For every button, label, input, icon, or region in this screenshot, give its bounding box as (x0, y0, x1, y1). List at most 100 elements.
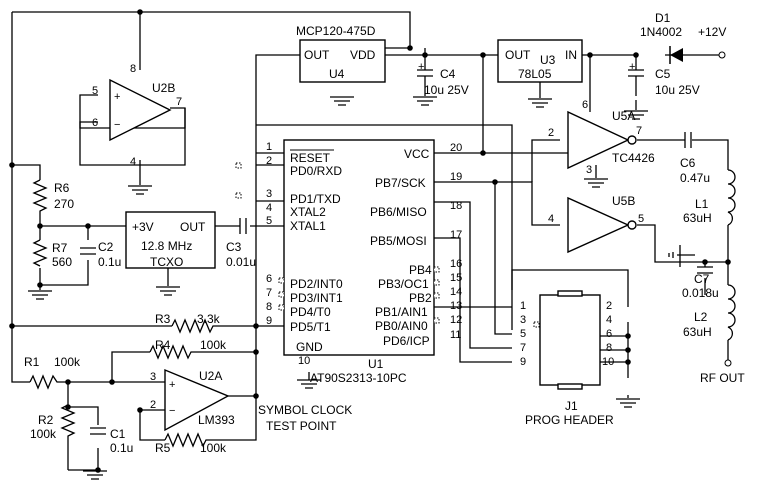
u5a-driver-body (567, 110, 630, 170)
u1-part-label: AT90S2313-10PC (310, 371, 407, 385)
u1-pin-num: 14 (450, 286, 462, 298)
r1-resistor-symbol (29, 374, 60, 390)
u2b-opamp-body (109, 78, 172, 142)
u2b-pin7: 7 (176, 96, 182, 108)
u2b-pin8: 8 (130, 63, 136, 75)
u1-pin-num: 18 (450, 200, 462, 212)
c5-polarity: + (629, 61, 635, 73)
u5a-vdd-pin: 6 (582, 99, 588, 111)
j1-pin: 3 (520, 314, 526, 326)
u1-pin-num: 19 (450, 171, 462, 183)
l1-ref-label: L1 (695, 197, 709, 211)
u1-pin-num: 16 (450, 258, 462, 270)
u1-pin-name: PD2/INT0 (290, 277, 343, 291)
c1-capacitor-symbol (90, 427, 106, 435)
j1-pin: 5 (520, 328, 526, 340)
r6-resistor-symbol (32, 179, 48, 212)
c7-capacitor-symbol (697, 266, 713, 274)
r7-resistor-symbol (32, 239, 48, 267)
u5a-out-pin: 7 (636, 125, 642, 137)
r4-value-label: 100k (200, 338, 227, 352)
c2-value-label: 0.1u (98, 255, 121, 269)
r2-ref-label: R2 (38, 413, 54, 427)
u1-pin-name: VCC (404, 147, 430, 161)
test-point-line2: TEST POINT (266, 419, 337, 433)
r7-ref-label: R7 (52, 241, 68, 255)
tcxo-frequency-label: 12.8 MHz (141, 239, 192, 253)
j1-pin: 1 (520, 300, 526, 312)
supply-label: +12V (698, 25, 726, 39)
u2a-minus: − (169, 405, 175, 417)
c1-ref-label: C1 (110, 427, 126, 441)
r2-value-label: 100k (30, 427, 57, 441)
d1-ref-label: D1 (655, 11, 671, 25)
diode-symbol (670, 48, 683, 62)
u1-pin-name: PD3/INT1 (290, 291, 343, 305)
l1-value-label: 63uH (683, 211, 712, 225)
u5a-in-pin: 2 (548, 127, 554, 139)
u1-pin-num: 1 (266, 141, 272, 153)
u4-out-pin-label: OUT (304, 48, 330, 62)
r1-value-label: 100k (54, 355, 81, 369)
u5a-gnd-pin: 3 (586, 164, 592, 176)
r3-resistor-symbol (171, 318, 225, 334)
test-point-line1: SYMBOL CLOCK (258, 403, 352, 417)
u1-pin-name: PB3/OC1 (378, 277, 429, 291)
r5-resistor-symbol (164, 432, 215, 448)
u1-pin-name: PB4 (409, 263, 432, 277)
r5-ref-label: R5 (155, 441, 171, 455)
u1-pin-num: 5 (266, 215, 272, 227)
u5b-in-pin: 4 (548, 213, 554, 225)
l2-value-label: 63uH (683, 325, 712, 339)
u2b-plus: + (114, 91, 120, 103)
tcxo-voltage-label: +3V (132, 220, 154, 234)
supply-terminal (718, 51, 726, 59)
c5-value-label: 10u 25V (655, 83, 700, 97)
r5-value-label: 100k (200, 441, 227, 455)
u1-pin-num: 6 (266, 273, 272, 285)
u1-pin-name: XTAL2 (290, 205, 326, 219)
tcxo-name-label: TCXO (150, 255, 183, 269)
tcxo-body (125, 211, 216, 269)
u1-pin-num: 4 (266, 202, 272, 214)
r2-resistor-symbol (60, 404, 76, 445)
j1-pin: 7 (520, 342, 526, 354)
u1-pin-name: PB6/MISO (370, 205, 427, 219)
u5b-driver-body (567, 196, 630, 254)
nc-pad (235, 192, 242, 199)
u1-pin-name: PD6/ICP (383, 334, 430, 348)
j1-pin: 2 (606, 300, 612, 312)
u1-pin-num: 13 (450, 300, 462, 312)
u1-pin-num: 2 (266, 155, 272, 167)
j1-pin: 8 (606, 342, 612, 354)
r7-value-label: 560 (52, 255, 72, 269)
u5a-part-label: TC4426 (612, 151, 655, 165)
u2a-plus: + (169, 379, 175, 391)
j1-name-label: PROG HEADER (525, 413, 614, 427)
c6-ref-label: C6 (680, 156, 696, 170)
u4-ref-label: U4 (329, 67, 345, 81)
c3-ref-label: C3 (226, 240, 242, 254)
u1-pin-num: 11 (450, 329, 461, 341)
j1-pin: 9 (520, 356, 526, 368)
u1-pin-name: XTAL1 (290, 219, 326, 233)
r6-value-label: 270 (54, 197, 74, 211)
u5b-ref-label: U5B (612, 194, 635, 208)
u3-out-pin-label: OUT (505, 48, 531, 62)
component-shapes (29, 39, 736, 448)
u1-pin-num: 20 (450, 142, 462, 154)
c3-capacitor-symbol (239, 218, 247, 234)
u1-pin-num: 7 (266, 287, 272, 299)
u2a-ref-label: U2A (199, 369, 222, 383)
d1-part-label: 1N4002 (640, 25, 682, 39)
u3-in-pin-label: IN (565, 48, 577, 62)
c7-ref-label: C7 (694, 272, 710, 286)
r6-ref-label: R6 (54, 181, 70, 195)
u3-part-label: 78L05 (518, 67, 552, 81)
j1-header-body (539, 294, 601, 386)
u1-pin-num: 12 (450, 314, 462, 326)
r4-ref-label: R4 (155, 338, 171, 352)
j1-pin: 4 (606, 314, 612, 326)
rf-out-label: RF OUT (700, 371, 745, 385)
